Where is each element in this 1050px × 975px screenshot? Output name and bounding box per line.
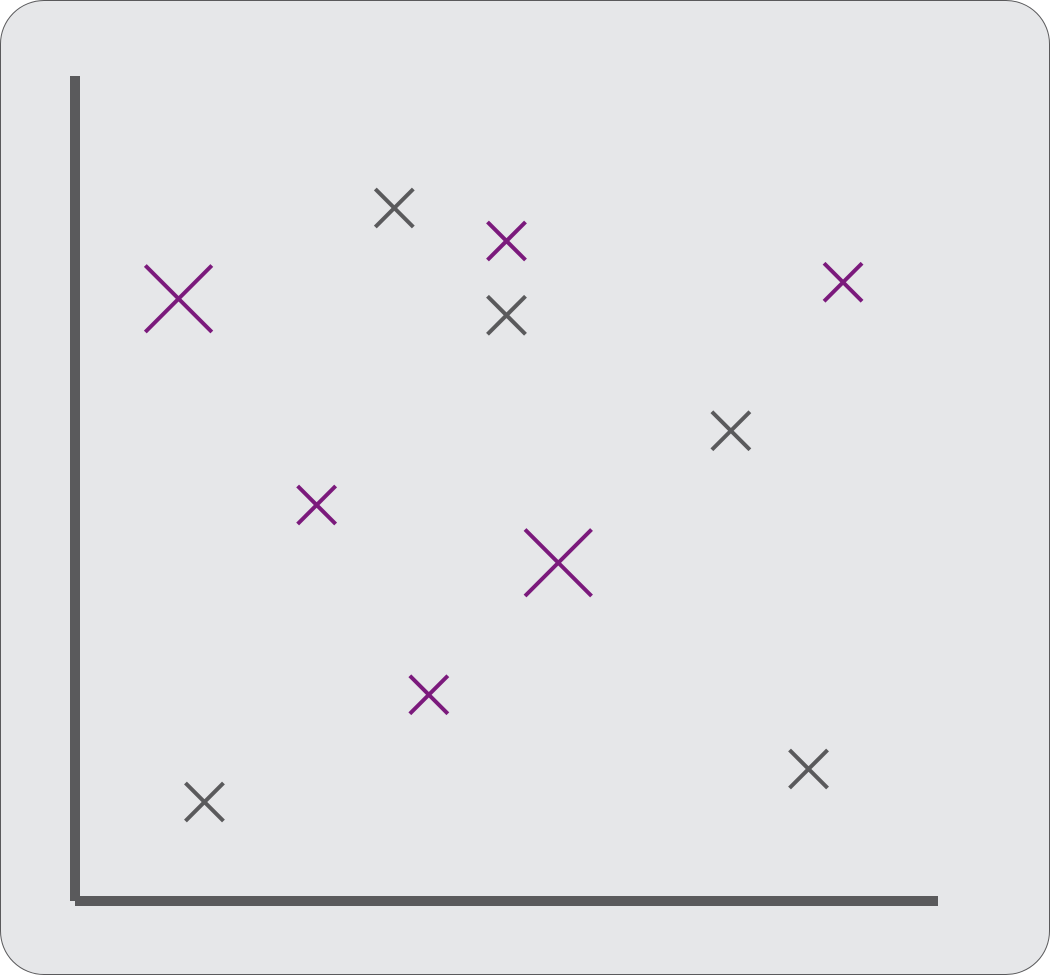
scatter-point (143, 264, 214, 334)
scatter-point (486, 294, 527, 336)
scatter-point (296, 484, 338, 526)
scatter-point (373, 187, 415, 229)
scatter-point (184, 781, 225, 823)
scatter-point (523, 528, 593, 598)
scatter-point (486, 220, 527, 262)
scatter-point (408, 674, 450, 716)
scatter-point (710, 410, 752, 452)
scatter-point (822, 261, 864, 303)
markers-layer (143, 187, 864, 823)
scatter-point (788, 748, 829, 790)
